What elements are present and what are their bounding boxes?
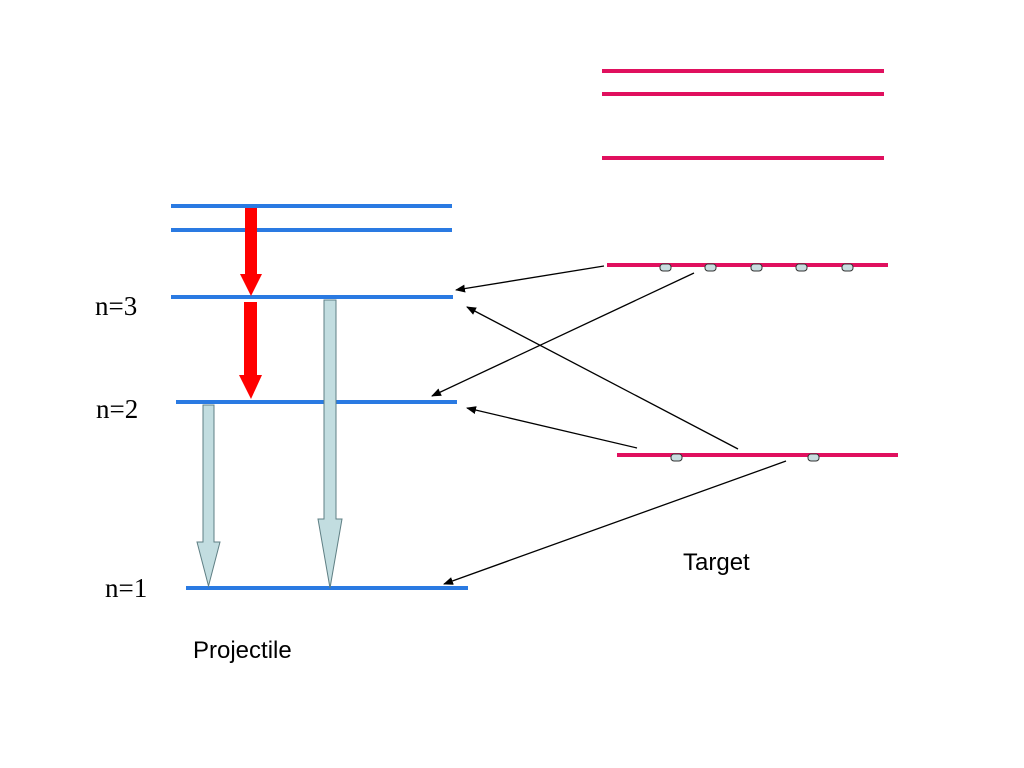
radiative-arrow-n3-to-n1	[317, 299, 343, 589]
electron	[795, 263, 808, 272]
level-label-n2: n=2	[96, 394, 138, 424]
cascade-arrow-n3-to-n2	[239, 302, 262, 399]
capture-arrow	[455, 265, 605, 293]
cascade-arrows	[239, 208, 262, 399]
electron	[807, 453, 820, 462]
capture-arrow	[466, 406, 638, 449]
electron	[750, 263, 763, 272]
projectile-levels	[171, 204, 468, 590]
electron	[704, 263, 717, 272]
target-levels	[602, 69, 898, 457]
electron	[670, 453, 683, 462]
capture-arrow	[431, 272, 695, 397]
level-label-n1: n=1	[105, 573, 147, 603]
target-electrons	[659, 263, 854, 462]
capture-arrows	[431, 265, 787, 585]
target-caption: Target	[683, 549, 750, 576]
capture-arrow	[466, 306, 739, 450]
electron	[841, 263, 854, 272]
radiative-arrow-n2-to-n1	[196, 404, 221, 588]
radiative-arrows	[196, 299, 343, 589]
capture-arrow	[443, 460, 787, 585]
cascade-arrow-upper	[240, 208, 262, 296]
electron	[659, 263, 672, 272]
projectile-caption: Projectile	[193, 637, 292, 664]
level-label-n3: n=3	[95, 291, 137, 321]
